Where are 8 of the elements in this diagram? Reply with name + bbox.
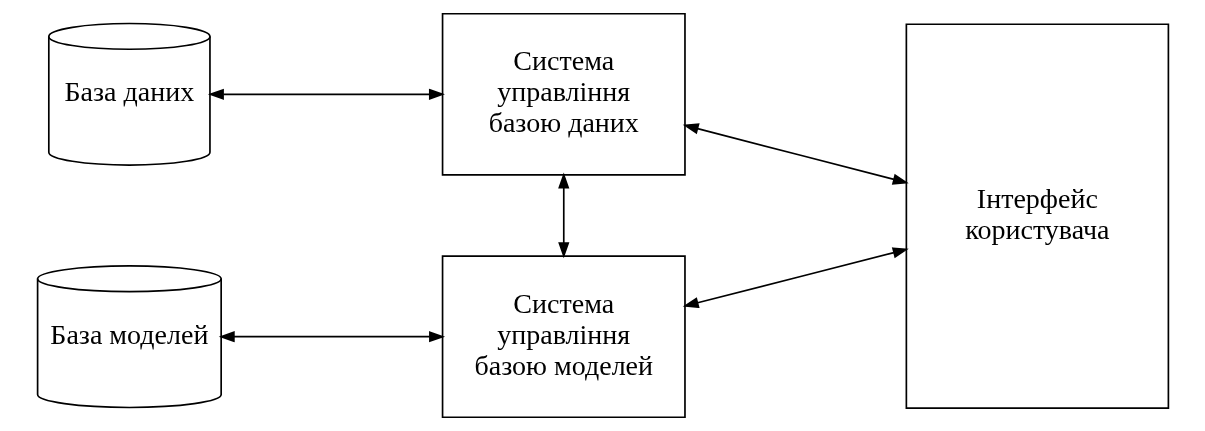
arrow bbox=[207, 88, 445, 100]
arrow bbox=[218, 331, 445, 343]
arrow bbox=[682, 123, 909, 185]
node-box: Інтерфейс користувача bbox=[905, 23, 1169, 409]
arrow bbox=[682, 247, 909, 309]
node-box: Система управління базою моделей bbox=[441, 255, 686, 419]
node-box: Система управління базою даних bbox=[441, 12, 686, 176]
arrow bbox=[557, 172, 569, 259]
